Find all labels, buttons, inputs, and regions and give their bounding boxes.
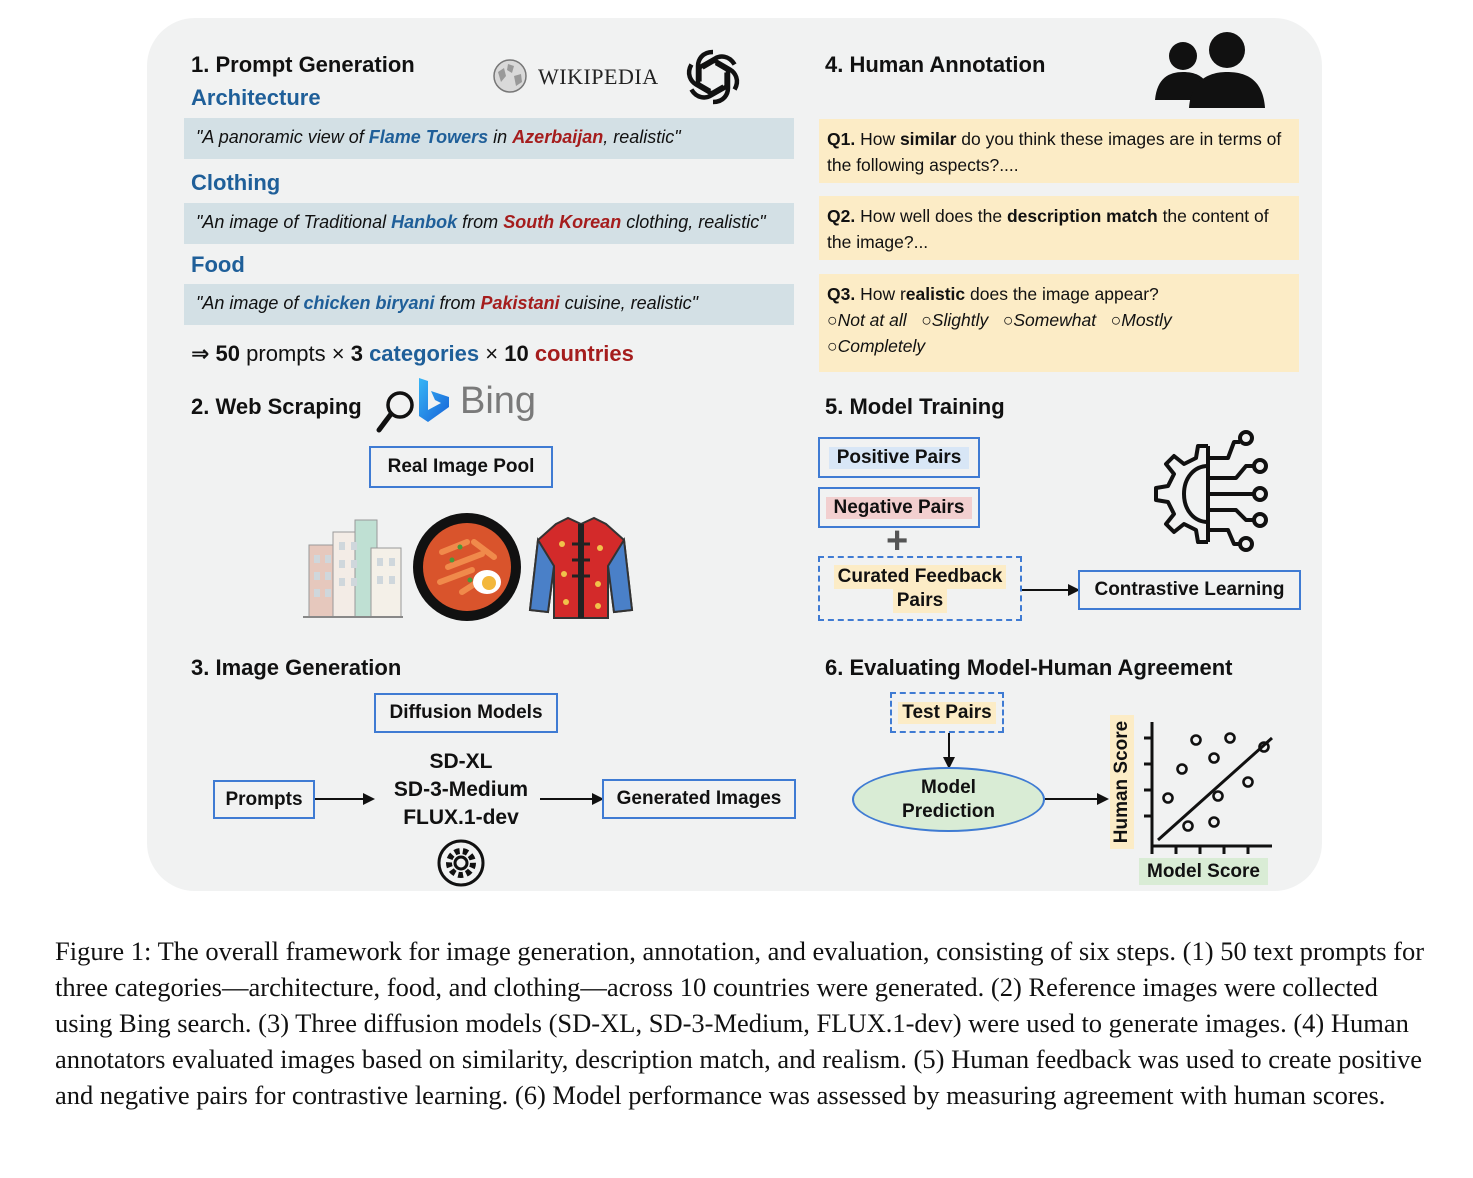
model-sdxl: SD-XL bbox=[429, 750, 493, 773]
curated-feedback-box: Curated Feedback Pairs bbox=[818, 556, 1022, 621]
food-bowl-icon bbox=[413, 513, 521, 621]
scatter-point bbox=[1212, 790, 1224, 802]
model-list: SD-XL SD-3-Medium FLUX.1-dev bbox=[380, 748, 542, 832]
negative-pairs-box: Negative Pairs bbox=[818, 487, 980, 528]
figure-caption: Figure 1: The overall framework for imag… bbox=[55, 936, 1425, 1110]
step3-title: 3. Image Generation bbox=[191, 655, 402, 680]
wikipedia-globe-icon bbox=[493, 59, 527, 93]
scatter-point bbox=[1258, 741, 1270, 753]
category-clothing: Clothing bbox=[191, 170, 281, 195]
question-2: Q2. How well does the description match … bbox=[819, 196, 1299, 260]
option-slightly: ○Slightly bbox=[921, 310, 989, 330]
bing-wordmark: Bing bbox=[460, 380, 537, 422]
bing-logo-icon bbox=[419, 378, 449, 422]
scatter-xlabel: Model Score bbox=[1139, 858, 1268, 885]
wikipedia-logo: WIKIPEDIA bbox=[492, 58, 658, 99]
arrow-model-to-plot bbox=[1045, 793, 1109, 805]
scatter-plot bbox=[1144, 722, 1274, 854]
arrow-models-to-images bbox=[540, 793, 604, 805]
category-food: Food bbox=[191, 252, 245, 277]
people-icon bbox=[1155, 32, 1265, 108]
step2-title: 2. Web Scraping bbox=[191, 394, 362, 419]
model-sd3-medium: SD-3-Medium bbox=[393, 778, 529, 801]
category-architecture: Architecture bbox=[191, 85, 321, 110]
prompt-clothing: "An image of Traditional Hanbok from Sou… bbox=[184, 203, 794, 244]
scatter-ylabel: Human Score bbox=[1111, 720, 1132, 844]
gear-cycle-icon bbox=[437, 839, 485, 887]
wikipedia-wordmark: WIKIPEDIA bbox=[538, 64, 659, 89]
scatter-point bbox=[1176, 763, 1188, 775]
scatter-point bbox=[1224, 732, 1236, 744]
positive-pairs-box: Positive Pairs bbox=[818, 437, 980, 478]
option-not-at-all: ○Not at all bbox=[827, 310, 907, 330]
diffusion-models-box: Diffusion Models bbox=[374, 693, 558, 733]
ai-circuit-gear-icon bbox=[1154, 430, 1268, 552]
prompts-box: Prompts bbox=[213, 780, 315, 819]
prompt-summary: ⇒ 50 prompts × 3 categories × 10 countri… bbox=[191, 341, 634, 366]
real-image-pool-box: Real Image Pool bbox=[369, 446, 553, 488]
step1-title: 1. Prompt Generation bbox=[191, 52, 415, 77]
garment-icon bbox=[528, 516, 634, 619]
scatter-point bbox=[1190, 734, 1202, 746]
scatter-point bbox=[1242, 776, 1254, 788]
test-pairs-box: Test Pairs bbox=[890, 692, 1004, 733]
option-mostly: ○Mostly bbox=[1110, 310, 1172, 330]
generated-images-box: Generated Images bbox=[602, 779, 796, 819]
prompt-food: "An image of chicken biryani from Pakist… bbox=[184, 284, 794, 325]
question-3: Q3. How realistic does the image appear?… bbox=[819, 274, 1299, 372]
question-1: Q1. How similar do you think these image… bbox=[819, 119, 1299, 183]
plus-icon: + bbox=[886, 520, 909, 562]
magnifier-icon bbox=[376, 391, 414, 433]
prompt-architecture: "A panoramic view of Flame Towers in Aze… bbox=[184, 118, 794, 159]
model-flux: FLUX.1-dev bbox=[403, 806, 519, 829]
arrow-prompts-to-models bbox=[315, 793, 375, 805]
option-somewhat: ○Somewhat bbox=[1002, 310, 1097, 330]
step6-title: 6. Evaluating Model-Human Agreement bbox=[825, 655, 1233, 680]
scatter-point bbox=[1182, 820, 1194, 832]
scatter-point bbox=[1208, 752, 1220, 764]
scatter-point bbox=[1208, 816, 1220, 828]
option-completely: ○Completely bbox=[827, 336, 926, 356]
scatter-point bbox=[1162, 792, 1174, 804]
step5-title: 5. Model Training bbox=[825, 394, 1005, 419]
arrow-test-to-model bbox=[943, 733, 955, 769]
contrastive-learning-box: Contrastive Learning bbox=[1078, 570, 1301, 610]
step4-title: 4. Human Annotation bbox=[825, 52, 1046, 77]
openai-logo-icon bbox=[686, 49, 740, 105]
buildings-icon bbox=[303, 519, 403, 618]
y-label-bg bbox=[1110, 715, 1134, 849]
arrow-to-contrastive bbox=[1022, 584, 1080, 596]
